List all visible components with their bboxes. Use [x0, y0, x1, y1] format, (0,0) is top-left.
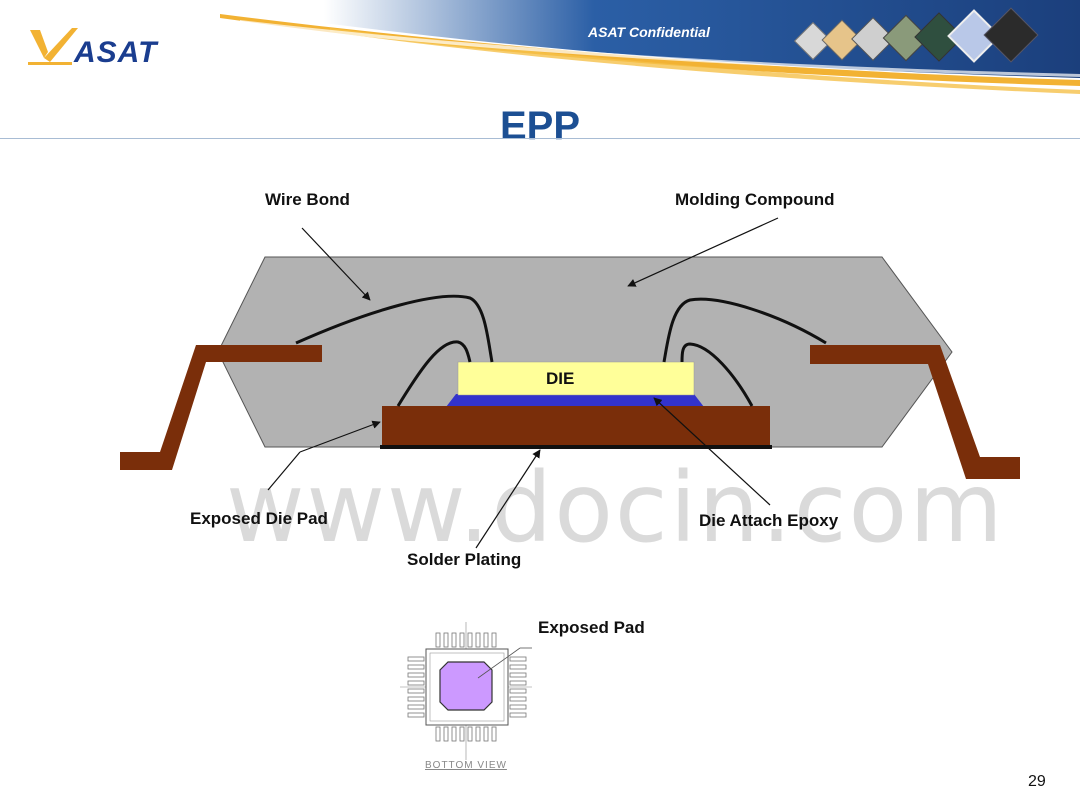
right-lead [810, 345, 1020, 479]
die [457, 361, 695, 396]
confidential-label: ASAT Confidential [588, 24, 710, 40]
label-bottom-view: BOTTOM VIEW [425, 760, 507, 771]
bottom-view-package [400, 622, 532, 760]
exposed-pad-shape [439, 661, 493, 711]
asat-logo-icon [28, 28, 78, 65]
label-exposed-die-pad: Exposed Die Pad [190, 509, 328, 528]
label-exposed-pad: Exposed Pad [538, 618, 645, 637]
label-solder-plating: Solder Plating [407, 550, 522, 569]
slide-title: EPP [499, 104, 581, 148]
label-die: DIE [546, 369, 575, 388]
wire-bonds [295, 294, 827, 407]
die-attach-epoxy [446, 394, 704, 407]
label-molding-compound: Molding Compound [675, 190, 835, 209]
logo-text: ASAT [74, 36, 158, 69]
solder-plating [380, 445, 772, 449]
watermark: www.docin.com [226, 452, 1005, 564]
left-lead [120, 345, 322, 470]
page-number: 29 [1028, 773, 1046, 790]
callout-arrows [267, 217, 779, 549]
title-divider [0, 138, 1080, 139]
label-wire-bond: Wire Bond [265, 190, 350, 209]
chip-icons [793, 7, 1039, 63]
header-banner [0, 0, 1080, 94]
label-die-attach-epoxy: Die Attach Epoxy [699, 511, 839, 530]
exposed-die-pad [382, 406, 770, 446]
